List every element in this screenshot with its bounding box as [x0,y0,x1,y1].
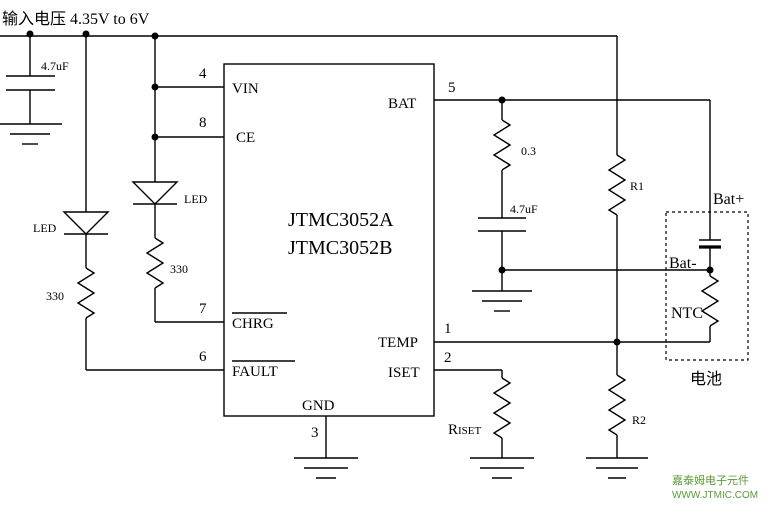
input-capacitor [6,36,55,124]
pin-temp-number: 1 [444,321,452,337]
pin-ce-number: 8 [199,115,207,131]
pin-vin-name: VIN [232,81,259,97]
temp-divider [434,154,710,479]
input-voltage-label: 输入电压 4.35V to 6V [2,10,150,28]
vin-ce-chrg-branch [131,36,224,323]
pin-chrg-number: 7 [199,301,207,317]
ground-symbol [0,123,62,145]
fault-led-label: LED [33,221,57,235]
chip-ground [294,416,358,479]
watermark-url: WWW.JTMIC.COM [672,490,758,501]
pin-bat-name: BAT [388,96,416,112]
input-capacitor-label: 4.7uF [41,59,69,73]
bat-output-path [434,96,710,312]
battery-minus-label: Bat- [669,255,697,272]
pin-gnd-number: 3 [311,425,319,441]
pin-iset-number: 2 [444,350,452,366]
chrg-resistor-label: 330 [170,262,188,276]
pin-gnd-name: GND [302,398,335,414]
pin-chrg-name: CHRG [232,316,274,332]
battery-plus-label: Bat+ [713,191,744,208]
chip-body [223,63,435,417]
ntc-thermistor [700,275,720,342]
sense-resistor-label: 0.3 [521,144,536,158]
pin-temp-name: TEMP [378,335,418,351]
watermark-chinese: 嘉泰姆电子元件 [672,473,749,487]
fault-led-branch [62,36,224,371]
battery-label: 电池 [690,370,722,388]
iset-resistor-subscript: ISET [458,425,482,437]
output-capacitor-label: 4.7uF [510,202,538,216]
chrg-led-label: LED [184,192,208,206]
pin-ce-name: CE [236,130,255,146]
chip-name-b: JTMC3052B [288,237,392,259]
pin-bat-number: 5 [448,80,456,96]
r2-label: R2 [632,413,646,427]
ntc-label: NTC [671,305,703,322]
chip-name-a: JTMC3052A [288,209,394,231]
iset-resistor-label: RISET [448,422,482,438]
iset-resistor [434,369,534,479]
iset-resistor-letter: R [448,422,458,438]
r1-label: R1 [630,179,644,193]
input-rail [0,30,618,155]
fault-resistor-label: 330 [46,289,64,303]
battery-cell [699,100,721,276]
pin-fault-name: FAULT [232,364,278,380]
pin-vin-number: 4 [199,66,207,82]
pin-iset-name: ISET [388,365,420,381]
battery-pack-outline [665,211,749,361]
pin-fault-number: 6 [199,349,207,365]
